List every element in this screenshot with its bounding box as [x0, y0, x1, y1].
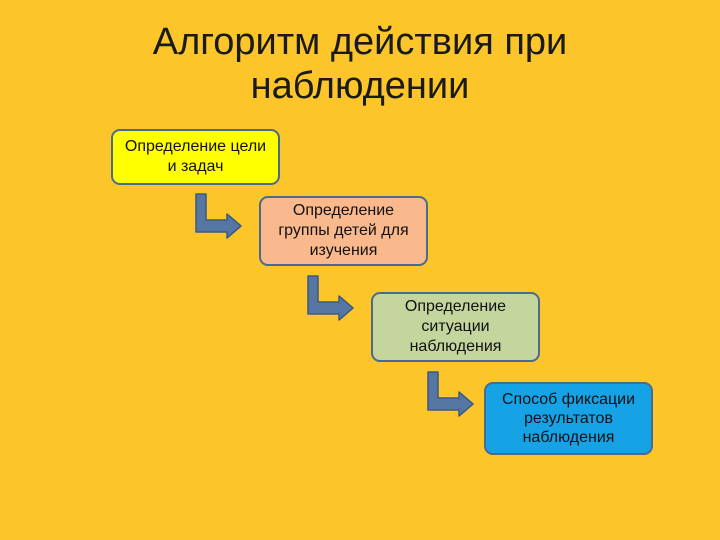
step-box-4: Способ фиксации результатов наблюдения — [484, 382, 653, 455]
bent-arrow-right-icon — [195, 193, 242, 239]
step-label-4: Способ фиксации результатов наблюдения — [501, 391, 636, 446]
slide-title: Алгоритм действия при наблюдении — [152, 21, 568, 107]
bent-arrow-right-icon — [307, 275, 354, 321]
bent-arrow-right-icon — [427, 371, 474, 417]
step-label-1: Определение цели и задач — [124, 138, 267, 175]
step-label-3: Определение ситуации наблюдения — [404, 298, 507, 355]
step-box-2: Определение группы детей для изучения — [259, 196, 428, 266]
step-label-2: Определение группы детей для изучения — [278, 202, 409, 259]
step-box-1: Определение цели и задач — [111, 129, 280, 185]
step-box-3: Определение ситуации наблюдения — [371, 292, 540, 362]
